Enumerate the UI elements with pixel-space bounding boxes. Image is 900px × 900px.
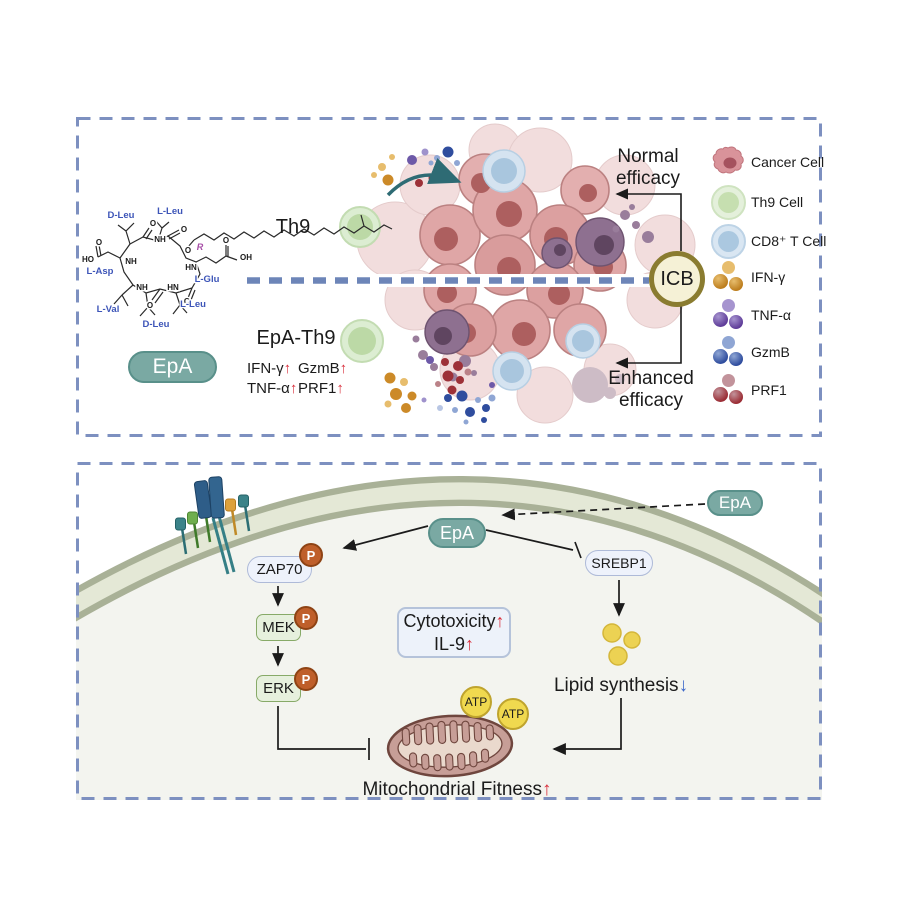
mitochondrial-fitness-label: Mitochondrial Fitness↑	[362, 779, 552, 800]
svg-text:HO: HO	[82, 255, 94, 264]
srebp1-inhibit-bar	[574, 541, 582, 559]
svg-text:L-Leu: L-Leu	[180, 299, 206, 310]
svg-text:OH: OH	[240, 253, 252, 262]
alkyl-chain	[193, 214, 393, 241]
th9-cell-bottom	[340, 319, 384, 363]
legend-item-tnf-alpha: TNF-α	[708, 295, 791, 335]
svg-text:O: O	[223, 236, 229, 245]
debris-blob	[572, 367, 608, 403]
tnf-alpha-dots-icon	[708, 298, 748, 332]
atp-badge-2: ATP	[497, 698, 529, 730]
gzmb-dots-icon	[708, 335, 748, 369]
svg-text:NH: NH	[136, 283, 148, 292]
upregulated-cytokines: IFN-γ↑ GzmB↑ TNF-α↑ PRF1↑	[247, 360, 347, 397]
svg-text:NH: NH	[154, 235, 166, 244]
svg-text:O: O	[150, 219, 156, 228]
erk-phospho-badge: P	[294, 667, 318, 691]
th9-cell-top	[339, 206, 381, 248]
epa-molecular-structure	[95, 214, 393, 317]
ifn-gamma-dots-icon	[708, 260, 748, 294]
effects-box: Cytotoxicity↑ IL-9↑	[397, 607, 511, 658]
svg-text:D-Leu: D-Leu	[108, 210, 135, 221]
svg-text:O: O	[147, 301, 153, 310]
prf1-up: PRF1↑	[298, 380, 344, 397]
icb-badge: ICB	[649, 251, 705, 307]
mitochondria-icon	[386, 714, 514, 778]
svg-text:D-Leu: D-Leu	[143, 319, 170, 330]
legend-item-ifn-gamma: IFN-γ	[708, 257, 785, 297]
atp-badge-1: ATP	[460, 686, 492, 718]
zap70-phospho-badge: P	[299, 543, 323, 567]
lipid-synthesis-label: Lipid synthesis↓	[553, 675, 689, 696]
epa-th9-label: EpA-Th9	[256, 327, 336, 349]
svg-text:HN: HN	[167, 283, 179, 292]
svg-text:O: O	[181, 225, 187, 234]
epa-extracellular-pill: EpA	[707, 490, 763, 516]
il9-line: IL-9↑	[433, 633, 475, 654]
cytokine-dots-bottom	[384, 356, 496, 425]
svg-text:L-Glu: L-Glu	[195, 274, 220, 285]
top-panel-border	[76, 117, 822, 437]
cell-membrane	[76, 476, 822, 626]
epa-pill: EpA	[128, 351, 217, 383]
lipid-to-mito-arrow	[552, 698, 622, 755]
epa-entry-dashed-arrow	[501, 503, 706, 521]
legend-item-th9-cell: Th9 Cell	[708, 182, 803, 222]
srebp1-node: SREBP1	[585, 550, 653, 576]
legend-item-cd8-t-cell: CD8⁺ T Cell	[708, 221, 826, 261]
gzmb-up: GzmB↑	[298, 360, 348, 377]
enhanced-efficacy-label: Enhanced efficacy	[608, 368, 694, 411]
cancer-cell-icon	[708, 144, 748, 180]
legend-item-prf1: PRF1	[708, 370, 787, 410]
svg-text:L-Leu: L-Leu	[157, 206, 183, 217]
cd8-t-cell-icon	[708, 223, 748, 259]
residue-labels: D-Leu L-Leu L-Asp L-Val D-Leu L-Leu L-Gl…	[85, 205, 221, 332]
epa-to-zap70-arrow	[342, 525, 429, 551]
tcr-receptor-icon	[175, 476, 251, 575]
ifn-gamma-up: IFN-γ↑	[247, 360, 292, 377]
svg-text:NH: NH	[125, 257, 137, 266]
tnf-alpha-up: TNF-α↑	[247, 380, 298, 397]
attack-arrow	[386, 157, 462, 197]
bottom-panel-border	[76, 462, 822, 800]
epa-intracellular-pill: EpA	[428, 518, 486, 548]
svg-text:L-Asp: L-Asp	[87, 266, 114, 277]
legend-item-gzmb: GzmB	[708, 332, 790, 372]
cytotoxicity-line: Cytotoxicity↑	[403, 610, 505, 631]
pathway-arrows	[272, 503, 706, 760]
prf1-dots-icon	[708, 373, 748, 407]
erk-node: ERK	[256, 675, 301, 702]
svg-text:O: O	[185, 246, 191, 255]
mek-node: MEK	[256, 614, 301, 641]
top-panel-graphics: O O O O OH HN NH NH O HO NH HN O O D-Leu…	[76, 117, 822, 437]
svg-text:HN: HN	[185, 263, 197, 272]
svg-text:L-Val: L-Val	[97, 304, 120, 315]
atom-labels: O O O O OH HN NH NH O HO NH HN O O	[81, 218, 254, 312]
svg-text:O: O	[96, 238, 102, 247]
icb-arrows	[615, 188, 682, 369]
normal-efficacy-label: Normal efficacy	[615, 146, 681, 189]
lipid-droplets	[602, 623, 641, 666]
legend-item-cancer-cell: Cancer Cell	[708, 142, 824, 182]
epa-to-srebp1-line	[485, 529, 574, 551]
svg-text:O: O	[184, 297, 190, 306]
th9-cell-icon	[708, 184, 748, 220]
th9-label: Th9	[275, 216, 311, 238]
cd8-t-cells	[482, 149, 601, 391]
mek-phospho-badge: P	[294, 606, 318, 630]
erk-to-mito-line	[277, 706, 366, 750]
r-group-label: R	[197, 242, 204, 252]
